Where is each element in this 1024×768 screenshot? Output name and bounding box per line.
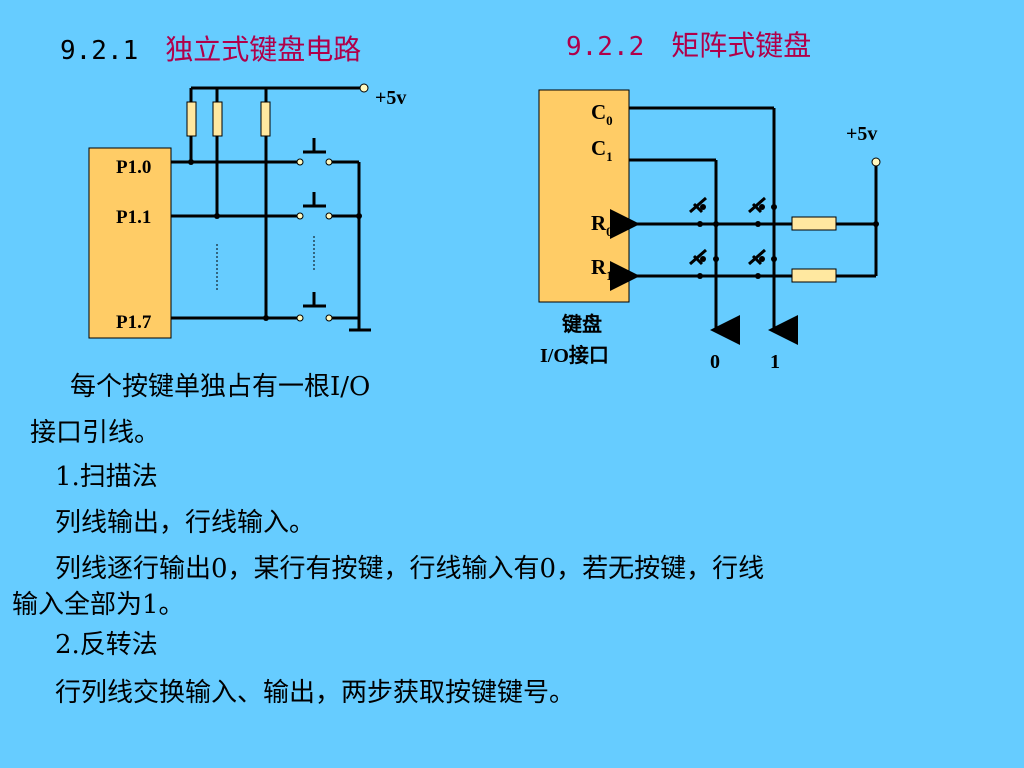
port-label: I/O接口 <box>540 344 609 367</box>
output-label: 0 <box>710 351 720 373</box>
text-line: 输入全部为1。 <box>12 590 185 620</box>
text-line: 列线逐行输出0，某行有按键，行线输入有0，若无按键，行线 <box>55 554 765 584</box>
text-line: 1.扫描法 <box>55 462 158 492</box>
text-line: 每个按键单独占有一根I/O <box>70 372 371 402</box>
supply-terminal <box>359 83 369 93</box>
supply-terminal <box>871 157 881 167</box>
output-label: 1 <box>770 351 780 373</box>
matrix-key-switch <box>748 248 766 266</box>
supply-label: +5v <box>846 123 877 145</box>
text-line: 列线输出，行线输入。 <box>55 508 316 538</box>
row-resistor <box>791 216 837 231</box>
pin-label: P1.1 <box>116 207 151 228</box>
row-resistor <box>791 268 837 283</box>
section-title-matrix: 9.2.2 矩阵式键盘 <box>566 24 811 64</box>
supply-label: +5v <box>375 87 406 109</box>
col1-label: C1 <box>591 136 613 164</box>
section-heading: 矩阵式键盘 <box>671 29 812 62</box>
text-line: 2.反转法 <box>55 630 158 660</box>
chip-box <box>88 147 172 339</box>
matrix-key-switch <box>748 196 766 214</box>
section-number: 9.2.2 <box>566 32 645 62</box>
text-line: 行列线交换输入、输出，两步获取按键键号。 <box>55 678 576 708</box>
row1-label: R1 <box>591 255 613 283</box>
matrix-key-switch <box>689 196 707 214</box>
pin-label: P1.0 <box>116 157 151 178</box>
port-label: 键盘 <box>562 312 602 336</box>
row0-label: R0 <box>591 211 613 239</box>
section-title-independent: 9.2.1 独立式键盘电路 <box>60 28 361 68</box>
col0-label: C0 <box>591 100 613 128</box>
matrix-keyboard-diagram: C0 C1 R0 R1 +5v 键盘 I/O接口 0 1 <box>538 89 881 373</box>
pin-label: P1.7 <box>116 312 152 333</box>
independent-keyboard-diagram: P1.0 P1.1 P1.7 +5v <box>88 83 406 339</box>
text-line: 接口引线。 <box>30 418 161 448</box>
section-number: 9.2.1 <box>60 36 139 66</box>
matrix-key-switch <box>689 248 707 266</box>
io-chip-box <box>538 89 630 303</box>
section-heading: 独立式键盘电路 <box>165 33 362 66</box>
